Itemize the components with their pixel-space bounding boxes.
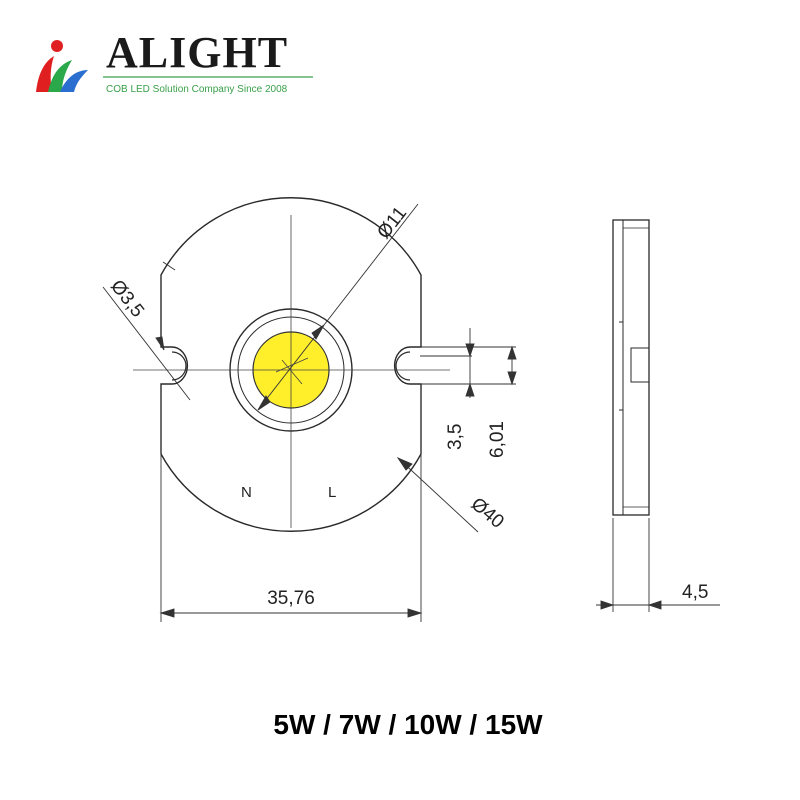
brand-tagline: COB LED Solution Company Since 2008 bbox=[106, 84, 288, 95]
dim-slot-offset: 6,01 bbox=[487, 421, 508, 458]
dim-slot-width: 3,5 bbox=[445, 424, 466, 450]
brand-name: ALIGHT bbox=[106, 28, 288, 77]
board-side-view bbox=[612, 219, 650, 516]
logo-mark-icon bbox=[36, 40, 88, 92]
mounting-slots bbox=[171, 351, 411, 381]
dim-thickness bbox=[596, 518, 720, 612]
dim-diameter-center: Ø11 bbox=[373, 203, 411, 243]
dim-width bbox=[159, 390, 423, 622]
dim-thickness-label: 4,5 bbox=[682, 582, 708, 603]
brand-logo: ALIGHT COB LED Solution Company Since 20… bbox=[36, 28, 313, 95]
pad-l-label: L bbox=[328, 484, 336, 501]
dim-width-label: 35,76 bbox=[267, 588, 315, 609]
side-led-dome bbox=[630, 347, 650, 383]
slot-right bbox=[395, 351, 411, 381]
dim-leader-center bbox=[257, 203, 419, 411]
power-options-title: 5W / 7W / 10W / 15W bbox=[273, 709, 543, 740]
dim-slot bbox=[420, 328, 517, 398]
slot-left bbox=[171, 351, 187, 381]
dim-leader-board bbox=[396, 456, 479, 533]
dim-leader-slot bbox=[102, 261, 191, 401]
pad-n-label: N bbox=[241, 484, 252, 501]
